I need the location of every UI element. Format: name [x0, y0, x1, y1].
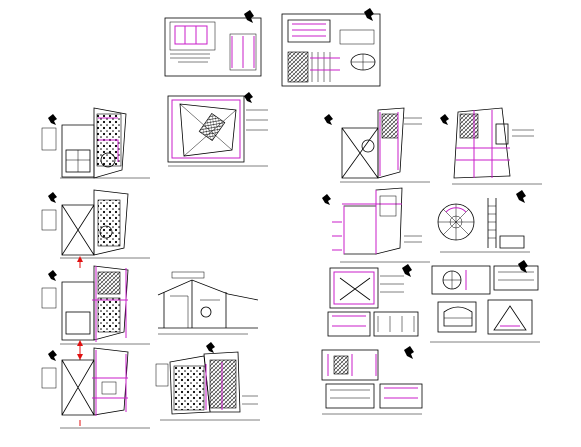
north-arrow-icon: [48, 114, 57, 125]
panel-top-left: [164, 10, 262, 77]
north-arrow-icon: [48, 192, 57, 203]
north-arrow-icon: [518, 260, 528, 273]
floor-plan-right-1: [324, 107, 430, 183]
north-arrow-icon: [48, 350, 57, 361]
north-arrow-icon: [48, 270, 57, 281]
elevation-details-bottom: [321, 346, 423, 415]
north-arrow-icon: [440, 114, 449, 125]
section-view: [157, 271, 259, 335]
north-arrow-icon: [364, 8, 374, 21]
floor-plan-left-3: [41, 256, 150, 360]
north-arrow-icon: [244, 92, 253, 103]
floor-plan-left-4: [41, 340, 150, 429]
north-arrow-icon: [404, 346, 414, 359]
floor-plan-right-2: [322, 187, 430, 263]
north-arrow-icon: [324, 114, 333, 125]
spiral-stair-detail: [437, 190, 530, 253]
construction-details: [430, 260, 540, 343]
interior-details-group: [327, 264, 419, 337]
floor-plan-left-1: [41, 107, 150, 179]
north-arrow-icon: [402, 264, 412, 277]
panel-top-center: [281, 8, 381, 87]
floor-plan-right-grid: [440, 107, 542, 185]
north-arrow-icon: [206, 342, 215, 353]
floor-plan-left-2: [41, 189, 150, 259]
roof-plan: [167, 92, 268, 167]
hatched-floor-plan: [155, 342, 260, 421]
north-arrow-icon: [516, 190, 526, 203]
north-arrow-icon: [244, 10, 254, 23]
north-arrow-icon: [322, 194, 331, 205]
